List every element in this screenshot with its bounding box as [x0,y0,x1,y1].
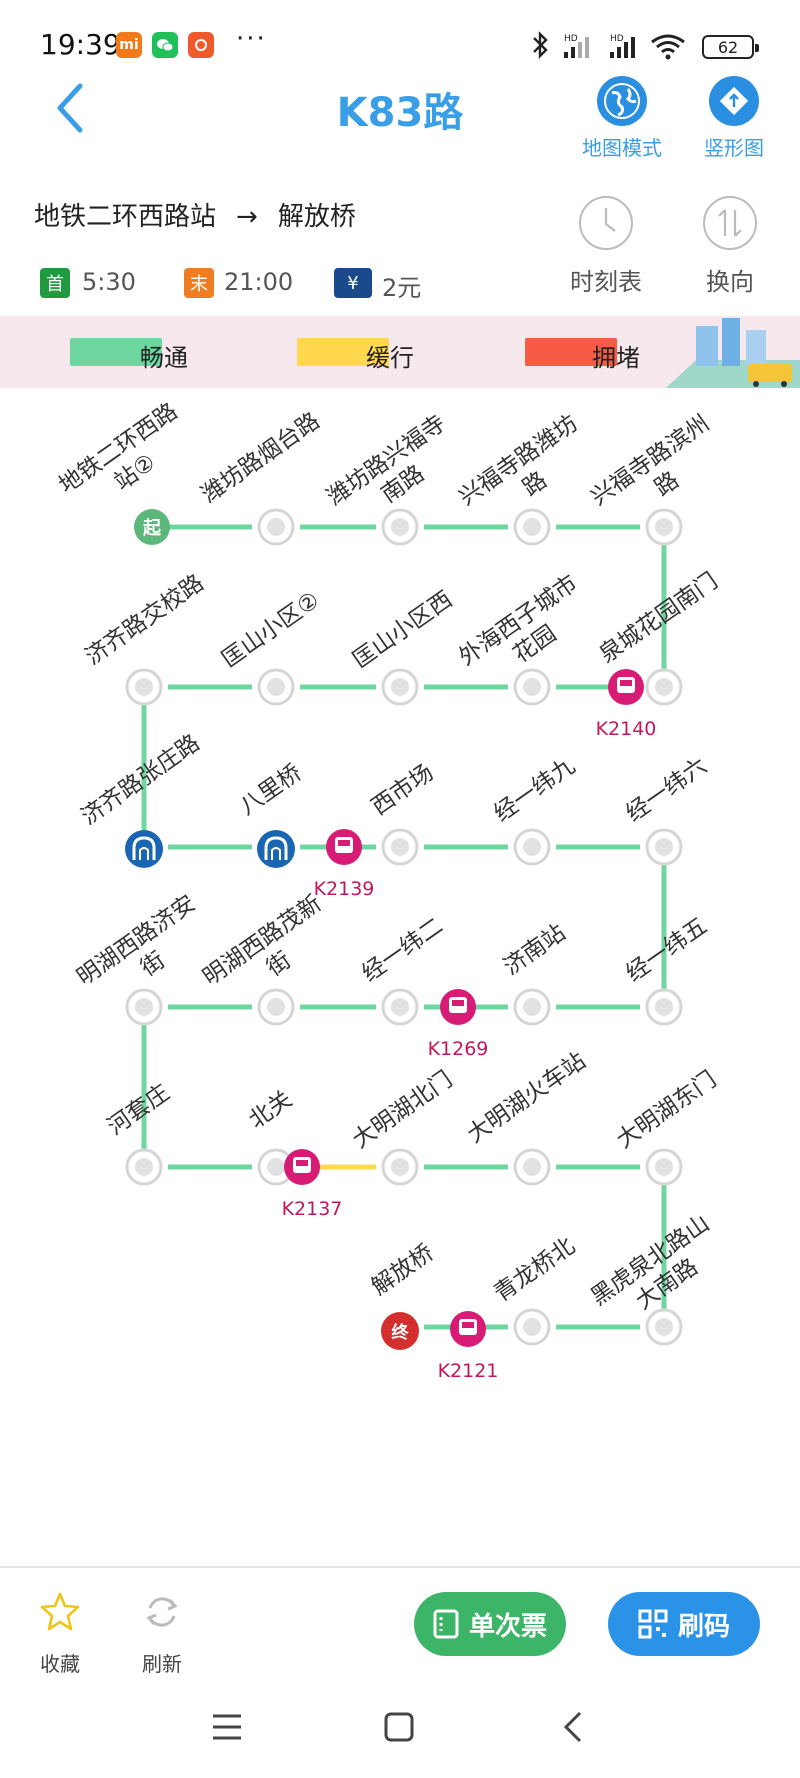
bus-number: K2121 [437,1360,499,1382]
vertical-diagram-icon [709,76,759,126]
signal-icon: HD HD [564,34,635,58]
legend-swatch-congested [525,338,617,366]
start-badge: 起 [142,517,162,539]
fare-badge: ¥ [334,268,372,298]
bus-icon[interactable] [440,989,476,1025]
route-arrow: → [236,202,258,232]
swap-icon [703,196,757,250]
back-arrow-icon [57,83,83,133]
refresh-label: 刷新 [142,1652,182,1676]
bus-icon[interactable] [608,669,644,705]
route-from: 地铁二环西路站 [34,202,217,232]
bus-number: K2139 [313,878,375,900]
last-bus-time: 21:00 [224,268,294,296]
bus-icon[interactable] [326,829,362,865]
favorite-label: 收藏 [40,1652,80,1676]
vertical-view-button[interactable]: 竖形图 [684,76,784,161]
route-to: 解放桥 [277,202,356,232]
scan-code-label: 刷码 [677,1611,730,1642]
battery-level: 62 [717,37,739,57]
nav-back-icon[interactable] [556,1710,590,1744]
single-ticket-button[interactable]: 单次票 [414,1592,566,1656]
legend-congested-label: 拥堵 [592,344,640,372]
first-bus-badge: 首 [40,268,70,298]
home-icon[interactable] [382,1710,416,1744]
legend-swatch-slow [297,338,389,366]
last-bus-badge: 末 [184,268,214,298]
back-button[interactable] [50,78,90,138]
wifi-icon [651,34,685,60]
svg-text:HD: HD [564,34,578,44]
route-map: 起 终 [125,508,683,1350]
qr-code-icon [638,1609,668,1639]
scan-code-button[interactable]: 刷码 [608,1592,760,1656]
status-time: 19:39 [40,28,121,61]
legend-smooth-label: 畅通 [140,344,188,372]
mi-icon: mi [116,32,142,58]
end-stop-icon: 终 [381,1312,419,1350]
map-mode-button[interactable]: 地图模式 [572,76,672,161]
refresh-button[interactable]: 刷新 [122,1590,202,1677]
clock-icon [579,196,633,250]
vertical-view-label: 竖形图 [704,136,764,160]
bus-number: K2140 [595,718,657,740]
bottom-divider [0,1566,800,1568]
wechat-icon [152,32,178,58]
city-illustration [666,318,800,388]
globe-icon [597,76,647,126]
menu-icon[interactable] [210,1710,244,1744]
bus-icon[interactable] [284,1149,320,1185]
bus-number: K1269 [427,1038,489,1060]
end-badge: 终 [392,1322,410,1343]
status-icons: HD HD [533,31,685,60]
app-icon [188,32,214,58]
star-icon [40,1592,80,1631]
reverse-direction-button[interactable]: 换向 [680,196,780,297]
bus-icon[interactable] [450,1311,486,1347]
first-bus-time: 5:30 [82,268,136,296]
page-title: K83路 [336,90,464,136]
ticket-icon [433,1609,459,1639]
bus-number: K2137 [281,1198,343,1220]
refresh-icon [146,1597,178,1627]
map-mode-label: 地图模式 [582,136,662,160]
more-icon: ··· [236,24,267,54]
single-ticket-label: 单次票 [468,1611,547,1642]
reverse-label: 换向 [706,268,754,296]
subway-icon [257,830,295,868]
route-direction: 地铁二环西路站 → 解放桥 [34,196,356,233]
battery-icon: 62 [702,35,759,59]
fare-value: 2元 [382,274,422,302]
bluetooth-icon [533,31,548,59]
legend-slow-label: 缓行 [366,344,414,372]
svg-text:HD: HD [610,34,624,44]
subway-icon [125,830,163,868]
timetable-button[interactable]: 时刻表 [556,196,656,297]
legend-swatch-smooth [70,338,162,366]
start-stop-icon: 起 [134,509,170,545]
timetable-label: 时刻表 [570,268,642,296]
favorite-button[interactable]: 收藏 [20,1590,100,1677]
